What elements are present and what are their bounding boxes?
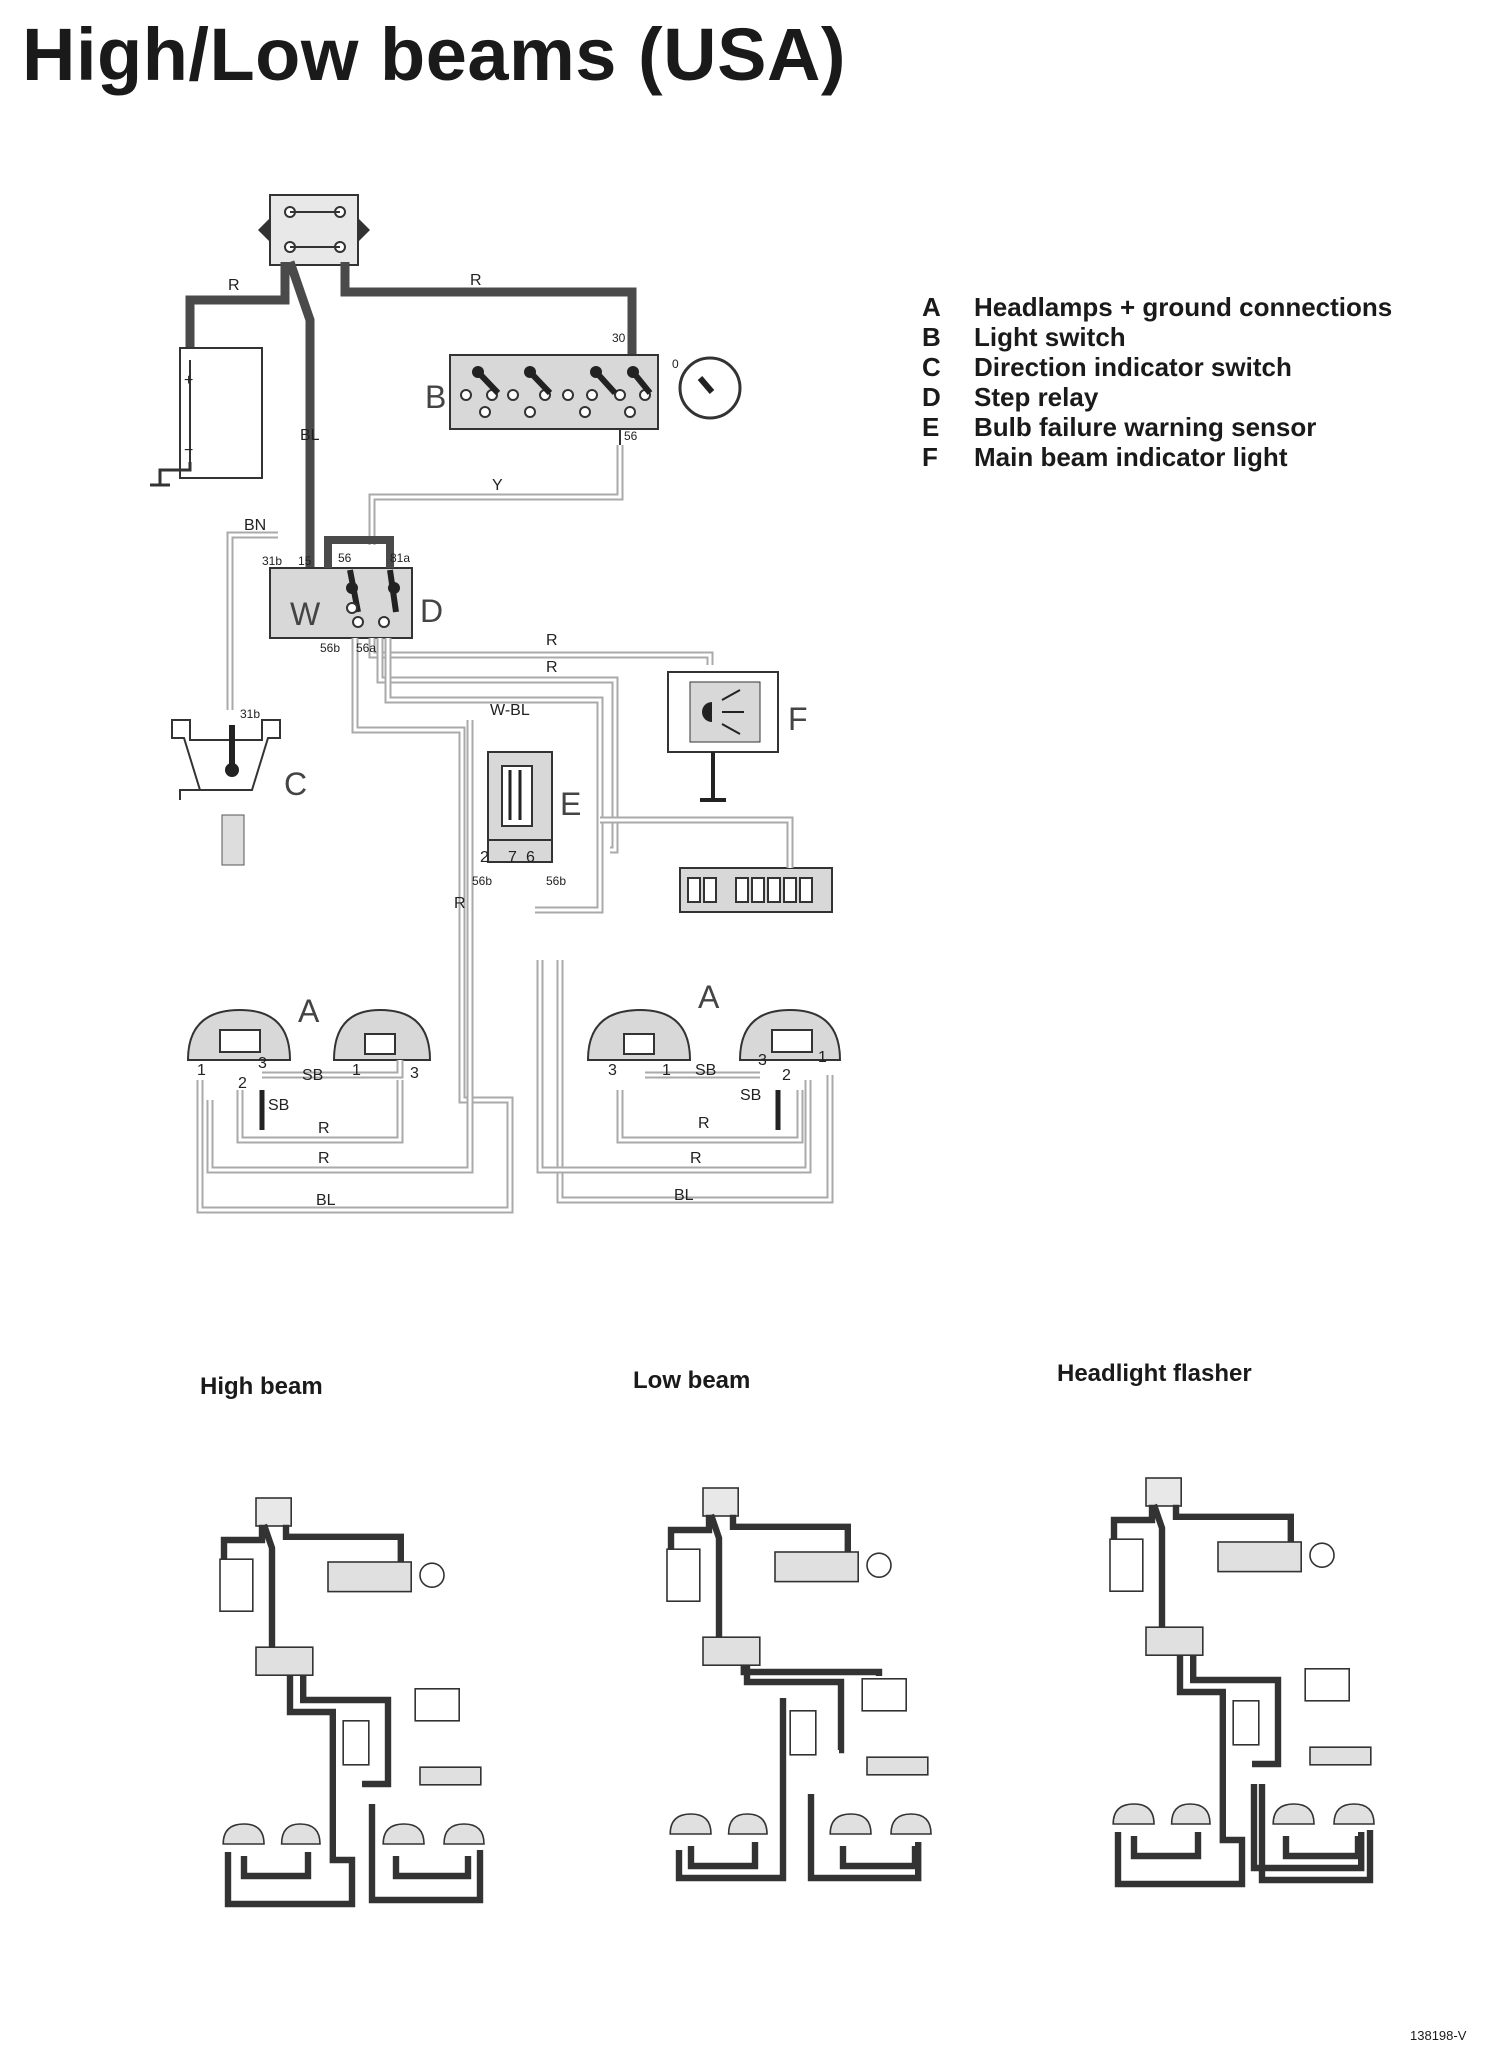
terminal-label: 31b — [262, 554, 282, 568]
terminal-label: 1 — [352, 1062, 361, 1079]
terminal-label: 56b — [546, 874, 566, 888]
terminal-label: 2 — [782, 1067, 791, 1084]
wire-label-bn: BN — [244, 517, 266, 534]
page-title: High/Low beams (USA) — [22, 13, 847, 96]
terminal-label: 0 — [672, 357, 679, 371]
reference-code: 138198-V — [1410, 2028, 1467, 2043]
terminal-label: 3 — [758, 1052, 767, 1069]
terminal-label: 7 — [508, 849, 517, 866]
component-label-a-left: A — [298, 993, 320, 1029]
direction-switch-c — [171, 719, 281, 866]
legend-text: Direction indicator switch — [974, 352, 1292, 382]
legend-row-f: F Main beam indicator light — [922, 442, 1402, 472]
legend-row-c: C Direction indicator switch — [922, 352, 1402, 382]
legend-key: F — [922, 442, 938, 472]
headlamps-left — [186, 1008, 432, 1130]
terminal-label: 30 — [612, 331, 626, 345]
wire-label-r: R — [698, 1115, 710, 1132]
subdiagram-high-beam — [219, 1497, 485, 1908]
svg-text:−: − — [184, 442, 193, 459]
legend-text: Step relay — [974, 382, 1099, 412]
terminal-label: 56a — [356, 641, 376, 655]
connector-strip — [679, 867, 833, 913]
step-relay-d: W — [269, 567, 413, 639]
wire-label-y: Y — [492, 477, 503, 494]
svg-text:W: W — [290, 596, 321, 632]
indicator-light-f — [667, 671, 779, 802]
legend-key: B — [922, 322, 941, 352]
terminal-label: 1 — [818, 1049, 827, 1066]
legend-text: Bulb failure warning sensor — [974, 412, 1317, 442]
light-knob: 0 — [672, 356, 742, 420]
terminal-label: 56 — [624, 429, 638, 443]
wire-label-r: R — [470, 272, 482, 289]
component-label-e: E — [560, 786, 581, 822]
svg-text:+: + — [184, 372, 193, 389]
terminal-label: 31b — [240, 707, 260, 721]
headlamps-right — [586, 1008, 842, 1130]
wire-label-bl: BL — [674, 1187, 694, 1204]
light-switch-b — [449, 354, 659, 445]
component-label-b: B — [425, 379, 446, 415]
wire-label-bl: BL — [316, 1192, 336, 1209]
wire-label-r: R — [546, 632, 558, 649]
subdiagram-headlight-flasher — [1109, 1477, 1375, 1888]
legend-key: C — [922, 352, 941, 382]
terminal-label: 2 — [238, 1075, 247, 1092]
wire-label-r: R — [228, 277, 240, 294]
main-diagram: + − 0 — [150, 194, 842, 1214]
legend-text: Main beam indicator light — [974, 442, 1288, 472]
component-label-c: C — [284, 766, 307, 802]
legend-row-e: E Bulb failure warning sensor — [922, 412, 1402, 442]
top-connector — [258, 194, 370, 266]
terminal-label: 3 — [608, 1062, 617, 1079]
wire-label-sb: SB — [302, 1067, 323, 1084]
terminal-label: 56b — [472, 874, 492, 888]
terminal-label: 1 — [662, 1062, 671, 1079]
terminal-label: 6 — [526, 849, 535, 866]
legend-row-a: A Headlamps + ground connections — [922, 292, 1402, 322]
terminal-label: 3 — [258, 1055, 267, 1072]
terminal-label: 3 — [410, 1065, 419, 1082]
wire-label-r: R — [690, 1150, 702, 1167]
wire-label-r: R — [318, 1150, 330, 1167]
component-label-a-right: A — [698, 979, 720, 1015]
terminal-label: 81a — [390, 551, 410, 565]
battery: + − — [150, 347, 263, 487]
subdiagram-title-low: Low beam — [633, 1367, 751, 1394]
wire-label-r: R — [454, 895, 466, 912]
wire-label-sb: SB — [268, 1097, 289, 1114]
legend-row-d: D Step relay — [922, 382, 1402, 412]
terminal-label: 56b — [320, 641, 340, 655]
wire-label-r: R — [318, 1120, 330, 1137]
wire-label-sb: SB — [740, 1087, 761, 1104]
wire-label-sb: SB — [695, 1062, 716, 1079]
subdiagram-title-flasher: Headlight flasher — [1057, 1360, 1252, 1387]
wire-label-r: R — [546, 659, 558, 676]
legend-key: E — [922, 412, 940, 442]
component-label-d: D — [420, 593, 443, 629]
wire-label-bl: BL — [300, 427, 320, 444]
terminal-label: 2 — [480, 849, 489, 866]
terminal-label: 1 — [197, 1062, 206, 1079]
legend-key: A — [922, 292, 941, 322]
legend-key: D — [922, 382, 941, 412]
bulb-failure-sensor-e — [487, 751, 553, 863]
terminal-label: 56 — [338, 551, 352, 565]
terminal-label: 15 — [298, 554, 312, 568]
component-label-f: F — [788, 701, 808, 737]
subdiagram-low-beam — [666, 1487, 932, 1882]
wire-label-w-bl: W-BL — [490, 702, 530, 719]
subdiagram-title-high: High beam — [200, 1373, 323, 1400]
legend: A Headlamps + ground connections B Light s… — [922, 292, 1402, 472]
legend-row-b: B Light switch — [922, 322, 1402, 352]
legend-text: Headlamps + ground connections — [974, 292, 1393, 322]
legend-text: Light switch — [974, 322, 1126, 352]
